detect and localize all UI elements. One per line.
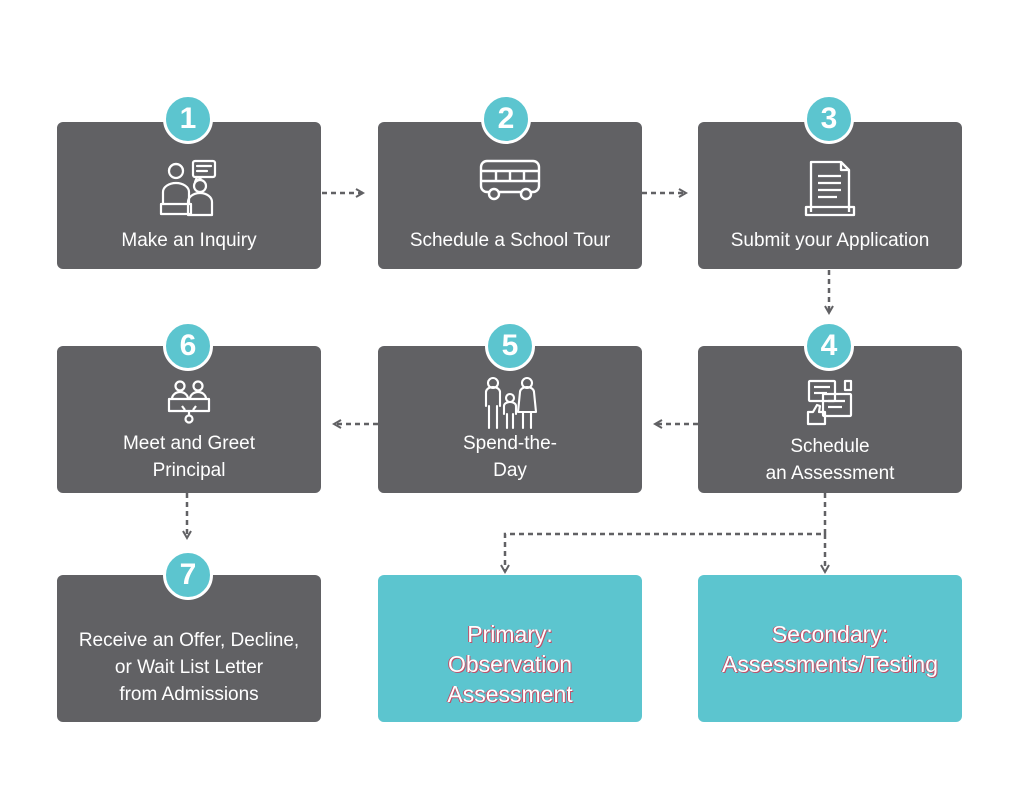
step-1-box: Make an Inquiry <box>57 122 321 269</box>
step-1-label: Make an Inquiry <box>121 230 257 251</box>
step-5-badge: 5 <box>485 321 535 371</box>
step-7-badge: 7 <box>163 550 213 600</box>
primary-assessment-label: Primary: Observation Assessment <box>447 621 573 707</box>
step-2-box: Schedule a School Tour <box>378 122 642 269</box>
secondary-assessment-label: Secondary: Assessments/Testing <box>721 621 939 677</box>
step-7-label: Receive an Offer, Decline, or Wait List … <box>78 630 300 705</box>
step-1-badge: 1 <box>163 94 213 144</box>
customer-service-icon <box>159 158 219 218</box>
step-3-box: Submit your Application <box>698 122 962 269</box>
secondary-assessment-box: Secondary: Assessments/Testing <box>698 575 962 722</box>
step-2-badge: 2 <box>481 94 531 144</box>
family-icon <box>482 376 538 430</box>
step-3-label: Submit your Application <box>730 230 930 251</box>
step-6-label: Meet and Greet Principal <box>122 433 256 481</box>
step-5-label: Spend-the- Day <box>462 433 557 481</box>
step-6-badge: 6 <box>163 321 213 371</box>
feedback-icon <box>805 378 855 426</box>
step-2-label: Schedule a School Tour <box>409 230 611 251</box>
step-3-badge: 3 <box>804 94 854 144</box>
meeting-icon <box>166 380 212 424</box>
step-4-label: Schedule an Assessment <box>765 436 895 484</box>
document-icon <box>803 160 857 218</box>
bus-icon <box>478 157 542 203</box>
primary-assessment-box: Primary: Observation Assessment <box>378 575 642 722</box>
arrow-4-to-primary <box>505 493 827 572</box>
step-4-badge: 4 <box>804 321 854 371</box>
